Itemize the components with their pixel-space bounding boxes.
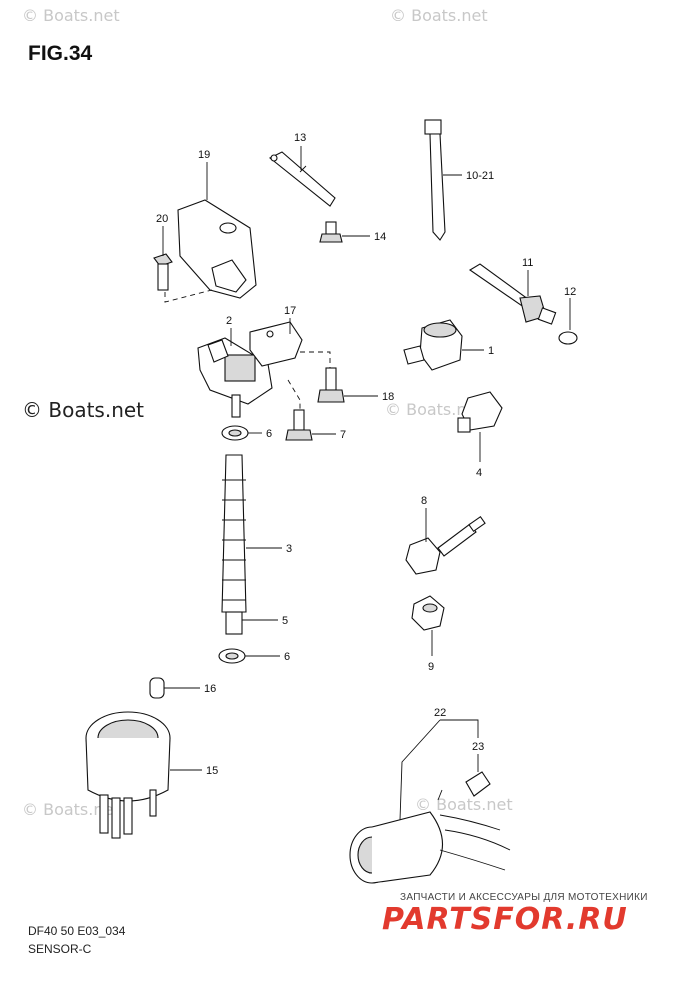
assembly-line-20-19 xyxy=(164,289,213,303)
callout-22: 22 xyxy=(434,707,446,719)
figure-name: SENSOR-C xyxy=(28,942,92,956)
callout-1: 1 xyxy=(488,345,494,357)
callout-5: 5 xyxy=(282,615,288,627)
leader-lines xyxy=(162,146,571,821)
part-9-grommet[interactable] xyxy=(411,595,445,631)
shop-tagline: ЗАПЧАСТИ И АКСЕССУАРЫ ДЛЯ МОТОТЕХНИКИ xyxy=(400,892,648,903)
part-20-bolt[interactable] xyxy=(153,253,173,291)
part-17-bracket[interactable] xyxy=(249,321,303,367)
callout-20: 20 xyxy=(156,213,168,225)
callout-6-upper: 6 xyxy=(266,428,272,440)
callout-15: 15 xyxy=(206,765,218,777)
callout-6-lower: 6 xyxy=(284,651,290,663)
callout-9: 9 xyxy=(428,661,434,673)
figure-title: FIG.34 xyxy=(28,42,93,65)
callout-16: 16 xyxy=(204,683,216,695)
watermark-bottom-right: © Boats.net xyxy=(415,795,513,814)
part-7-bolt[interactable] xyxy=(285,409,313,441)
assembly-line-7 xyxy=(287,379,301,412)
callout-11: 11 xyxy=(522,257,533,269)
watermark-top-right: © Boats.net xyxy=(390,6,488,25)
part-6-clamp-upper[interactable] xyxy=(221,425,249,441)
part-8-sensor[interactable] xyxy=(405,515,486,575)
part-10-21-cable-tie[interactable] xyxy=(424,119,446,241)
part-14-bolt[interactable] xyxy=(319,221,343,243)
callout-7: 7 xyxy=(340,429,346,441)
callout-12: 12 xyxy=(564,286,576,298)
part-2-map-sensor[interactable] xyxy=(197,337,273,418)
part-5-pipe[interactable] xyxy=(225,611,243,635)
part-4-pressure-switch[interactable] xyxy=(457,391,503,433)
assembly-line-17 xyxy=(300,351,331,370)
callout-2: 2 xyxy=(226,315,232,327)
callout-4: 4 xyxy=(476,467,482,479)
part-19-sensor-cover[interactable] xyxy=(177,199,257,299)
part-12-o-ring[interactable] xyxy=(558,331,578,345)
watermark-top-left: © Boats.net xyxy=(22,6,120,25)
callout-8: 8 xyxy=(421,495,427,507)
part-1-switch[interactable] xyxy=(403,319,463,371)
callout-17: 17 xyxy=(284,305,296,317)
watermark-main: © Boats.net xyxy=(22,398,145,422)
part-16-bulb[interactable] xyxy=(149,677,165,699)
callout-19: 19 xyxy=(198,149,210,161)
part-13-strap[interactable] xyxy=(268,151,336,207)
callout-23: 23 xyxy=(472,741,484,753)
callout-18: 18 xyxy=(382,391,394,403)
part-18-bolt[interactable] xyxy=(317,367,345,403)
part-11-sender[interactable] xyxy=(468,263,557,325)
callout-3: 3 xyxy=(286,543,292,555)
part-15-gauge[interactable] xyxy=(85,711,171,839)
callout-14: 14 xyxy=(374,231,386,243)
part-3-hose[interactable] xyxy=(221,454,247,613)
callout-13: 13 xyxy=(294,132,306,144)
callout-10-21: 10-21 xyxy=(466,170,494,182)
part-23-bulb[interactable] xyxy=(465,771,491,797)
figure-code: DF40 50 E03_034 xyxy=(28,924,126,938)
watermark-bottom-left: © Boats.net xyxy=(22,800,120,819)
shop-logo[interactable]: PARTSFOR.RU xyxy=(382,902,628,937)
part-22-gauge[interactable] xyxy=(349,789,511,884)
watermark-mid-right: © Boats.net xyxy=(385,400,483,419)
part-6-clamp-lower[interactable] xyxy=(218,648,246,664)
